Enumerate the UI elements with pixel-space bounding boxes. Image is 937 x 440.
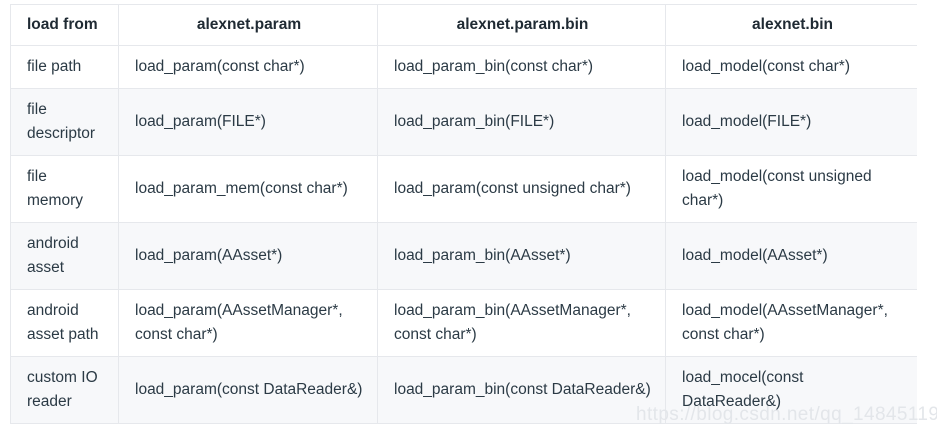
load-api-table: load from alexnet.param alexnet.param.bi… bbox=[10, 4, 917, 425]
cell-api: load_param_bin(AAsset*) bbox=[377, 222, 666, 291]
row-label-file-descriptor: file descriptor bbox=[10, 88, 119, 157]
cell-api: load_param_bin(const char*) bbox=[377, 45, 666, 90]
table-container: load from alexnet.param alexnet.param.bi… bbox=[10, 4, 917, 425]
cell-api: load_param_bin(AAssetManager*, const cha… bbox=[377, 289, 666, 358]
cell-api: load_param(const char*) bbox=[118, 45, 378, 90]
cell-api: load_model(const char*) bbox=[665, 45, 917, 90]
column-header-alexnet-bin: alexnet.bin bbox=[665, 4, 917, 47]
cell-api: load_model(AAsset*) bbox=[665, 222, 917, 291]
cell-api: load_model(FILE*) bbox=[665, 88, 917, 157]
cell-api: load_param(AAssetManager*, const char*) bbox=[118, 289, 378, 358]
cell-api: load_mocel(const DataReader&) bbox=[665, 356, 917, 425]
cell-api: load_param(FILE*) bbox=[118, 88, 378, 157]
table-header-row: load from alexnet.param alexnet.param.bi… bbox=[10, 4, 917, 47]
row-label-file-memory: file memory bbox=[10, 155, 119, 224]
row-label-file-path: file path bbox=[10, 45, 119, 90]
row-label-android-asset: android asset bbox=[10, 222, 119, 291]
cell-api: load_param_bin(FILE*) bbox=[377, 88, 666, 157]
cell-api: load_param(const unsigned char*) bbox=[377, 155, 666, 224]
cell-api: load_model(const unsigned char*) bbox=[665, 155, 917, 224]
table-row: android asset load_param(AAsset*) load_p… bbox=[10, 222, 917, 291]
row-label-android-asset-path: android asset path bbox=[10, 289, 119, 358]
table-row: custom IO reader load_param(const DataRe… bbox=[10, 356, 917, 425]
column-header-alexnet-param-bin: alexnet.param.bin bbox=[377, 4, 666, 47]
row-label-custom-io-reader: custom IO reader bbox=[10, 356, 119, 425]
table-row: file descriptor load_param(FILE*) load_p… bbox=[10, 88, 917, 157]
column-header-alexnet-param: alexnet.param bbox=[118, 4, 378, 47]
table-row: file path load_param(const char*) load_p… bbox=[10, 45, 917, 90]
cell-api: load_param_bin(const DataReader&) bbox=[377, 356, 666, 425]
cell-api: load_param(const DataReader&) bbox=[118, 356, 378, 425]
table-header: load from alexnet.param alexnet.param.bi… bbox=[10, 4, 917, 47]
cell-api: load_model(AAssetManager*, const char*) bbox=[665, 289, 917, 358]
cell-api: load_param(AAsset*) bbox=[118, 222, 378, 291]
cell-api: load_param_mem(const char*) bbox=[118, 155, 378, 224]
column-header-load-from: load from bbox=[10, 4, 119, 47]
table-body: file path load_param(const char*) load_p… bbox=[10, 45, 917, 425]
table-row: android asset path load_param(AAssetMana… bbox=[10, 289, 917, 358]
table-row: file memory load_param_mem(const char*) … bbox=[10, 155, 917, 224]
